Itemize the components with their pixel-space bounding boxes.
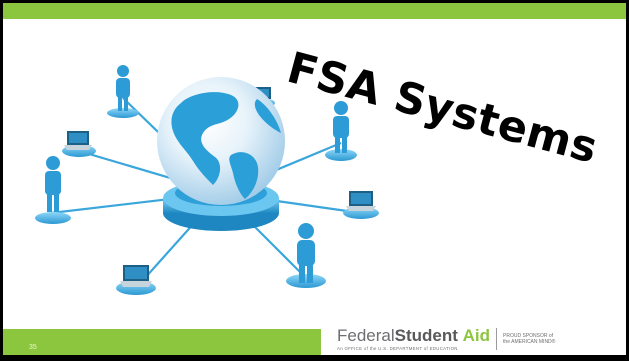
- logo-divider: [496, 328, 498, 350]
- federal-student-aid-logo: FederalStudent Aid An OFFICE of the U.S.…: [337, 325, 555, 352]
- laptop-icons: [64, 87, 376, 287]
- logo-federal: Federal: [337, 326, 395, 345]
- logo-wordmark: FederalStudent Aid An OFFICE of the U.S.…: [337, 327, 490, 352]
- slide: FSA Systems 35 FederalStudent Aid An OFF…: [3, 3, 626, 355]
- sponsor-line-2: the AMERICAN MIND®: [503, 339, 556, 345]
- slide-number: 35: [29, 344, 37, 351]
- logo-title: FederalStudent Aid: [337, 327, 490, 345]
- sponsor-tagline: PROUD SPONSOR of the AMERICAN MIND®: [503, 333, 555, 345]
- bottom-accent-bar: 35: [3, 329, 321, 355]
- globe: [157, 77, 285, 205]
- top-accent-bar: [3, 3, 626, 19]
- sponsor-line-1: PROUD SPONSOR of: [503, 333, 554, 339]
- person-icons: [45, 65, 349, 283]
- logo-subtitle: An OFFICE of the U.S. DEPARTMENT of EDUC…: [337, 346, 458, 351]
- logo-student: Student: [394, 326, 458, 345]
- logo-aid: Aid: [462, 326, 491, 345]
- network-globe-icon: [35, 65, 379, 295]
